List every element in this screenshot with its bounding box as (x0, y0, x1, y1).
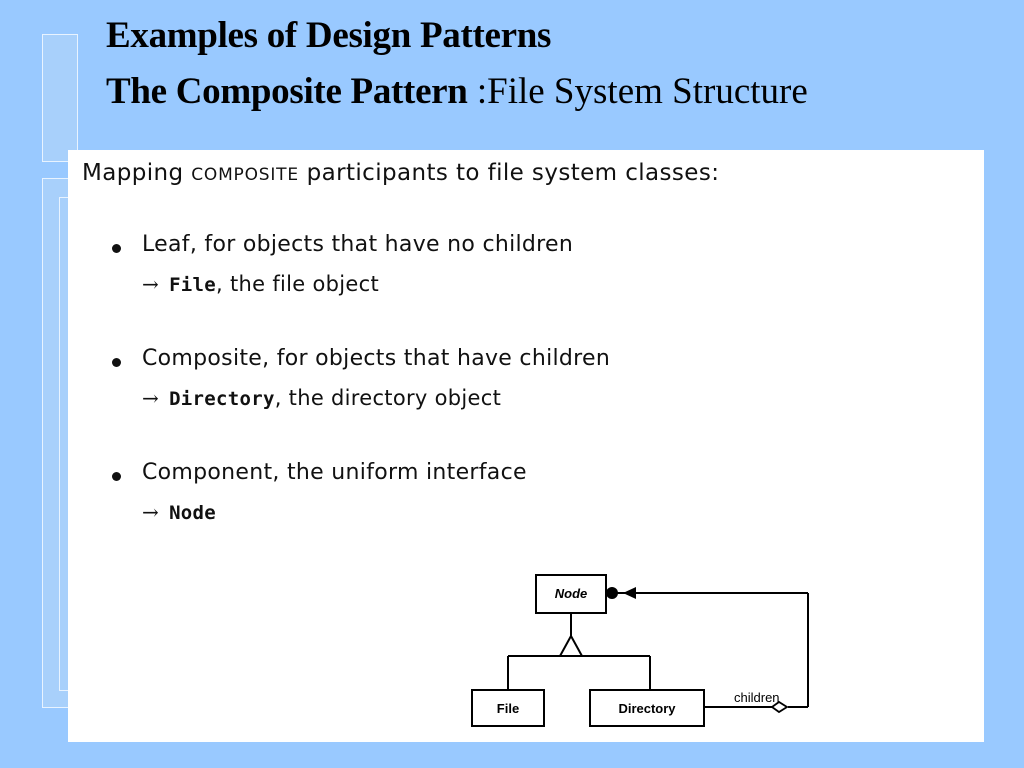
list-subitem-file: → File, the file object (142, 272, 379, 296)
list-item-leaf: Leaf, for objects that have no children (142, 232, 574, 257)
heading-suffix: participants to file system classes: (298, 160, 720, 186)
slide-title: Examples of Design Patterns (106, 15, 552, 56)
bullet-dot (112, 244, 121, 253)
arrow-icon: → (142, 500, 160, 524)
code-directory: Directory (169, 388, 275, 410)
subtitle-rest: :File System Structure (467, 71, 808, 112)
arrow-icon: → (142, 272, 160, 296)
code-file: File (169, 274, 217, 296)
node-label: Node (555, 586, 588, 601)
aggregation-diamond-icon (770, 700, 789, 714)
children-label: children (734, 690, 780, 705)
inheritance-triangle-icon (558, 633, 584, 657)
list-item-composite: Composite, for objects that have childre… (142, 346, 611, 371)
directory-box (589, 689, 705, 727)
heading-composite: Composite (191, 165, 299, 185)
file-box (471, 689, 545, 727)
arrow-icon: → (142, 386, 160, 410)
list-subitem-node: → Node (142, 500, 216, 524)
bullet-dot (112, 472, 121, 481)
bullet-dot (112, 358, 121, 367)
slide-subtitle: The Composite Pattern :File System Struc… (106, 70, 808, 113)
subitem-rest: , the file object (216, 272, 379, 296)
decorative-bar-top (42, 34, 78, 162)
code-node: Node (169, 502, 217, 524)
heading-prefix: Mapping (82, 160, 192, 186)
file-label: File (497, 701, 519, 716)
composite-uml-diagram: Node children File Directory (471, 574, 809, 727)
content-heading: Mapping Composite participants to file s… (82, 160, 719, 186)
list-item-component: Component, the uniform interface (142, 460, 527, 485)
subitem-rest: , the directory object (274, 386, 502, 410)
node-box (535, 574, 607, 614)
subtitle-bold: The Composite Pattern (106, 71, 468, 112)
content-panel: Mapping Composite participants to file s… (68, 150, 984, 742)
list-subitem-directory: → Directory, the directory object (142, 386, 501, 410)
directory-label: Directory (618, 701, 676, 716)
